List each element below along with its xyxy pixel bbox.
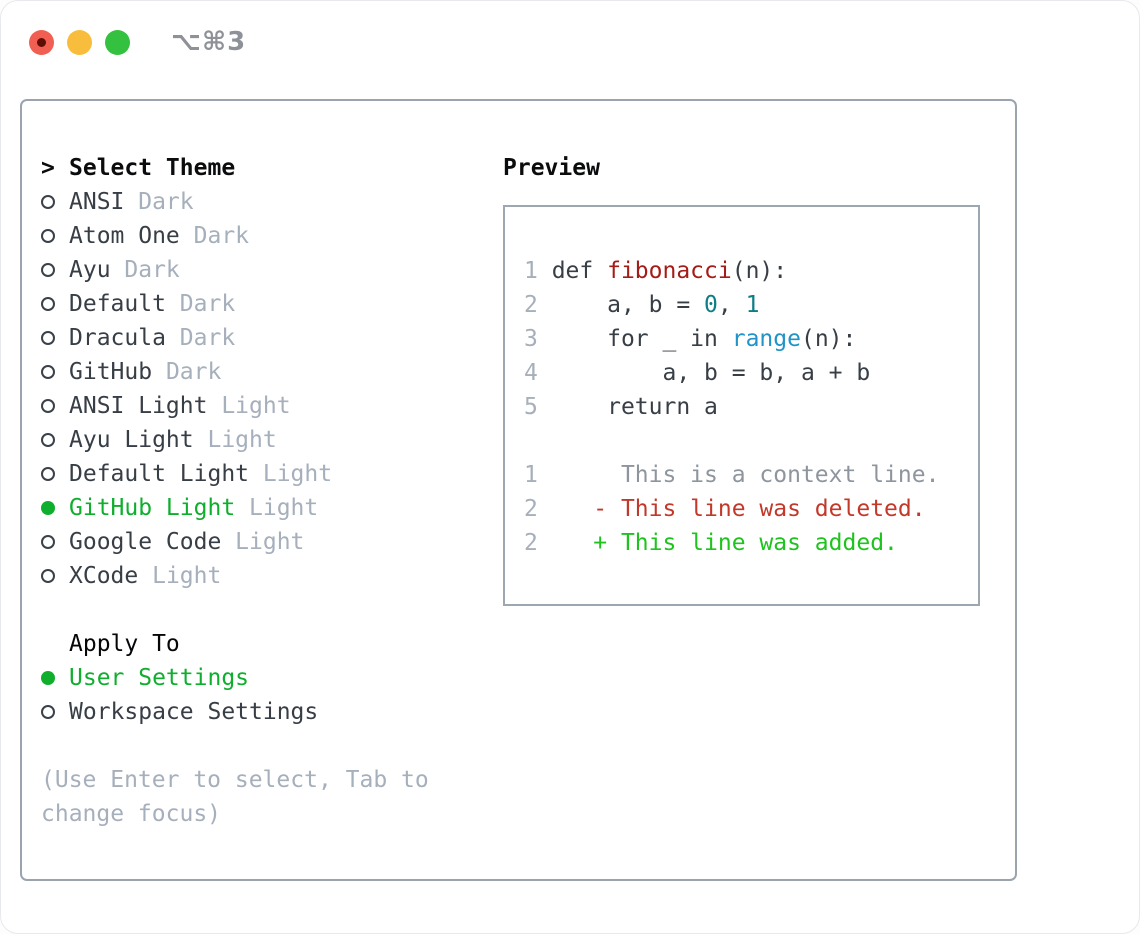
- preview-code-line: 4 a, b = b, a + b: [524, 356, 978, 390]
- title-bar: ⌥⌘3: [29, 27, 246, 57]
- apply-to-option-label: User Settings: [69, 665, 250, 691]
- theme-variant-label: Light: [152, 563, 222, 589]
- theme-name: Dracula: [69, 325, 166, 351]
- radio-icon: [41, 263, 55, 277]
- theme-list-item[interactable]: Google Code Light: [41, 525, 501, 559]
- blank-line: [524, 424, 978, 458]
- line-number: 4: [524, 360, 538, 386]
- zoom-button-icon[interactable]: [105, 29, 130, 55]
- radio-icon: [41, 569, 55, 583]
- apply-to-list: User Settings Workspace Settings: [41, 661, 501, 729]
- theme-variant-label: Light: [235, 529, 305, 555]
- theme-name: GitHub Light: [69, 495, 236, 521]
- theme-name: Google Code: [69, 529, 222, 555]
- radio-icon: [41, 467, 55, 481]
- line-number: 2: [524, 530, 538, 556]
- radio-icon: [41, 671, 55, 685]
- window-title: ⌥⌘3: [171, 27, 247, 57]
- radio-icon: [41, 297, 55, 311]
- preview-code-line: 5 return a: [524, 390, 978, 424]
- theme-list-item[interactable]: GitHub Light Light: [41, 491, 501, 525]
- theme-name: Default Light: [69, 461, 250, 487]
- spacer: [41, 593, 501, 627]
- theme-list-item[interactable]: ANSI Dark: [41, 185, 501, 219]
- line-number: 2: [524, 292, 538, 318]
- close-button-icon[interactable]: [29, 29, 54, 55]
- spacer: [41, 729, 501, 763]
- apply-to-option-label: Workspace Settings: [69, 699, 319, 725]
- preview-code-line: 2 a, b = 0, 1: [524, 288, 978, 322]
- theme-list-column: > Select Theme ANSI Dark Atom One Dark A…: [41, 151, 501, 831]
- theme-variant-label: Light: [207, 427, 277, 453]
- line-number: 2: [524, 496, 538, 522]
- theme-variant-label: Dark: [124, 257, 180, 283]
- select-theme-title: Select Theme: [69, 155, 236, 181]
- theme-name: ANSI: [69, 189, 125, 215]
- apply-to-header: Apply To: [41, 627, 501, 661]
- theme-list: ANSI Dark Atom One Dark Ayu Dark Default…: [41, 185, 501, 593]
- theme-name: Ayu Light: [69, 427, 194, 453]
- theme-list-item[interactable]: Dracula Dark: [41, 321, 501, 355]
- theme-selector-panel: > Select Theme ANSI Dark Atom One Dark A…: [20, 99, 1017, 881]
- theme-list-item[interactable]: XCode Light: [41, 559, 501, 593]
- theme-variant-label: Dark: [193, 223, 250, 249]
- theme-list-item[interactable]: Ayu Light Light: [41, 423, 501, 457]
- prompt-caret-icon: >: [41, 155, 55, 181]
- theme-name: Ayu: [69, 257, 111, 283]
- radio-icon: [41, 433, 55, 447]
- radio-icon: [41, 195, 55, 209]
- theme-variant-label: Light: [249, 495, 319, 521]
- radio-icon: [41, 399, 55, 413]
- theme-variant-label: Dark: [138, 189, 194, 215]
- theme-name: XCode: [69, 563, 139, 589]
- preview-title: Preview: [503, 155, 600, 181]
- line-number: 5: [524, 394, 538, 420]
- radio-icon: [41, 535, 55, 549]
- theme-variant-label: Light: [262, 461, 333, 487]
- theme-list-item[interactable]: Ayu Dark: [41, 253, 501, 287]
- theme-name: Atom One: [69, 223, 180, 249]
- theme-name: GitHub: [69, 359, 153, 385]
- theme-variant-label: Dark: [165, 359, 222, 385]
- radio-icon: [41, 705, 55, 719]
- radio-icon: [41, 331, 55, 345]
- theme-name: ANSI Light: [69, 393, 208, 419]
- theme-list-item[interactable]: Atom One Dark: [41, 219, 501, 253]
- apply-to-title: Apply To: [69, 631, 180, 657]
- radio-icon: [41, 229, 55, 243]
- line-number: 3: [524, 326, 538, 352]
- apply-to-option[interactable]: User Settings: [41, 661, 501, 695]
- theme-variant-label: Dark: [179, 325, 236, 351]
- preview-diff-line-context: 1 This is a context line.: [524, 458, 978, 492]
- theme-name: Default: [69, 291, 166, 317]
- theme-list-item[interactable]: ANSI Light Light: [41, 389, 501, 423]
- theme-list-item[interactable]: GitHub Dark: [41, 355, 501, 389]
- line-number: 1: [524, 462, 538, 488]
- theme-variant-label: Dark: [179, 291, 236, 317]
- minimize-button-icon[interactable]: [67, 29, 92, 55]
- radio-icon: [41, 365, 55, 379]
- line-number: 1: [524, 258, 538, 284]
- help-text: (Use Enter to select, Tab to change focu…: [41, 767, 429, 827]
- theme-variant-label: Light: [221, 393, 291, 419]
- select-theme-header: > Select Theme: [41, 151, 501, 185]
- theme-list-item[interactable]: Default Light Light: [41, 457, 501, 491]
- apply-to-option[interactable]: Workspace Settings: [41, 695, 501, 729]
- preview-diff-line-added: 2 + This line was added.: [524, 526, 978, 560]
- radio-icon: [41, 501, 55, 515]
- theme-list-item[interactable]: Default Dark: [41, 287, 501, 321]
- preview-code-line: 3 for _ in range(n):: [524, 322, 978, 356]
- preview-diff-line-deleted: 2 - This line was deleted.: [524, 492, 978, 526]
